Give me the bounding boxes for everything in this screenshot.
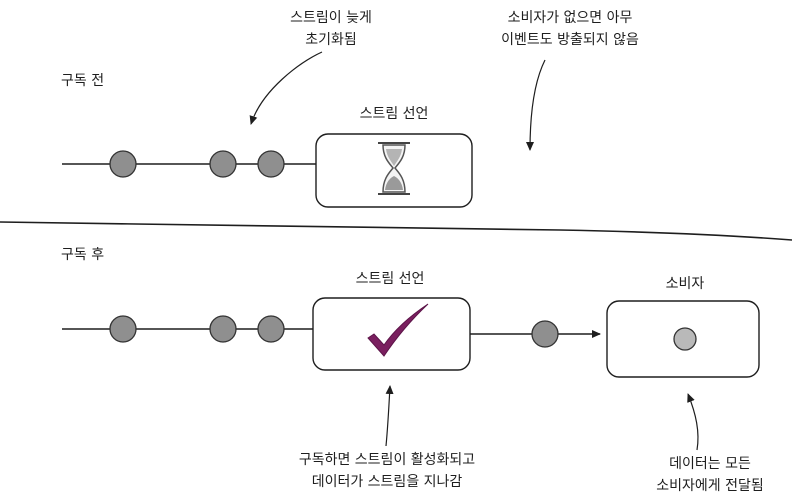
event-dot — [257, 315, 285, 343]
checkmark-icon — [367, 303, 429, 357]
event-dot — [109, 315, 137, 343]
event-dot — [257, 150, 285, 178]
lazy-init-line-1: 스트림이 늦게 — [290, 10, 372, 26]
on-subscribe-line-2: 데이터가 스트림을 지나감 — [311, 474, 463, 490]
section-label-before: 구독 전 — [61, 73, 105, 89]
on-subscribe-line-1: 구독하면 스트림이 활성화되고 — [298, 452, 476, 468]
event-dot — [109, 150, 137, 178]
declaration-label-before: 스트림 선언 — [359, 106, 429, 122]
section-label-after: 구독 후 — [61, 247, 105, 263]
declaration-label-after: 스트림 선언 — [355, 271, 425, 287]
before-subscription-stream — [62, 133, 473, 208]
hourglass-icon — [378, 142, 410, 195]
lazy-init-annotation: 스트림이 늦게 초기화됨 — [276, 7, 386, 51]
stream-declaration-box-after — [312, 297, 471, 371]
section-divider — [0, 221, 792, 241]
consumer-label: 소비자 — [665, 276, 705, 292]
lazy-init-arrow — [249, 51, 323, 125]
event-dot — [209, 150, 237, 178]
after-subscription-stream — [62, 297, 760, 378]
no-subscriber-arrow — [526, 59, 546, 151]
delivered-line-1: 데이터는 모든 — [669, 456, 751, 472]
delivered-line-2: 소비자에게 전달됨 — [656, 478, 764, 494]
lazy-init-line-2: 초기화됨 — [305, 32, 357, 48]
no-subscriber-line-2: 이벤트도 방출되지 않음 — [501, 32, 639, 48]
on-subscribe-arrow — [385, 385, 394, 447]
delivered-arrow — [687, 393, 699, 451]
on-subscribe-annotation: 구독하면 스트림이 활성화되고 데이터가 스트림을 지나감 — [258, 449, 516, 493]
event-dot — [531, 320, 559, 348]
consumer-event-dot — [673, 327, 697, 351]
delivered-annotation: 데이터는 모든 소비자에게 전달됨 — [640, 453, 780, 497]
event-dot — [209, 315, 237, 343]
no-subscriber-annotation: 소비자가 없으면 아무 이벤트도 방출되지 않음 — [470, 7, 670, 51]
no-subscriber-line-1: 소비자가 없으면 아무 — [507, 10, 633, 26]
